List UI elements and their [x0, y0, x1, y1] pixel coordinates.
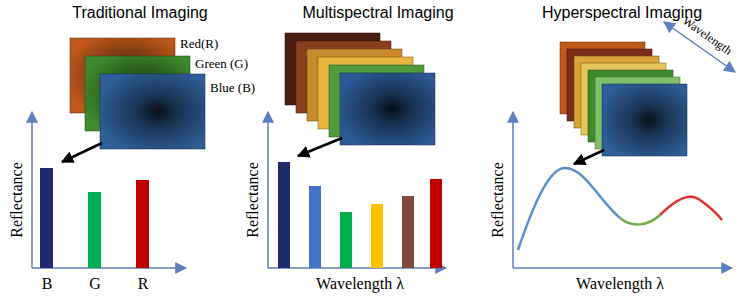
green-bar: [88, 192, 101, 268]
curve-green-segment: [620, 215, 660, 224]
pointer-arrow: [574, 150, 604, 164]
axis-label: Wavelength: [680, 14, 734, 58]
blue-bar: [40, 168, 53, 268]
bar-label: G: [89, 275, 101, 293]
image-texture: [602, 84, 687, 156]
hyperspectral-axes: [513, 112, 732, 268]
band-image: [340, 73, 435, 145]
band-bar: [278, 162, 290, 268]
bar-label: R: [138, 275, 149, 293]
axis-label: Reflectance: [244, 162, 262, 238]
rgb-bars: [40, 168, 149, 268]
image-texture: [100, 74, 205, 149]
band-bar: [340, 212, 352, 268]
blue-channel-image: [100, 74, 205, 149]
rgb-axes: [32, 112, 186, 268]
axis-label: Reflectance: [489, 162, 507, 238]
multispectral-axes: [268, 112, 446, 268]
image-texture: [340, 73, 435, 145]
panel-title: Traditional Imaging: [72, 4, 207, 22]
y-axis: [512, 112, 514, 268]
x-axis: [513, 267, 732, 269]
band-bar: [371, 204, 383, 268]
axis-label: Reflectance: [8, 162, 26, 238]
curve-red-segment: [660, 197, 722, 220]
axis-label: Wavelength λ: [316, 275, 404, 293]
hyperspectral-image-stack: [560, 42, 687, 156]
band-bar: [430, 179, 442, 268]
bar-label: B: [42, 275, 53, 293]
x-axis: [32, 267, 186, 269]
channel-label: Green (G): [195, 57, 248, 71]
y-axis: [267, 112, 269, 268]
curve-blue-segment: [518, 168, 620, 250]
rgb-image-stack: [70, 38, 205, 149]
band-image: [602, 84, 687, 156]
y-axis: [31, 112, 33, 268]
x-axis: [268, 267, 446, 269]
pointer-arrow: [298, 138, 342, 156]
axis-label: Wavelength λ: [576, 275, 664, 293]
panel-title: Hyperspectral Imaging: [542, 4, 702, 22]
spectrum-curve: [518, 168, 722, 250]
red-bar: [136, 180, 149, 268]
multispectral-bars: [278, 162, 442, 268]
channel-label: Red(R): [180, 37, 218, 51]
pointer-arrow: [62, 143, 102, 162]
band-bar: [402, 196, 414, 268]
panel-title: Multispectral Imaging: [302, 4, 453, 22]
channel-label: Blue (B): [210, 81, 255, 95]
multispectral-image-stack: [285, 33, 435, 145]
band-bar: [309, 186, 321, 268]
